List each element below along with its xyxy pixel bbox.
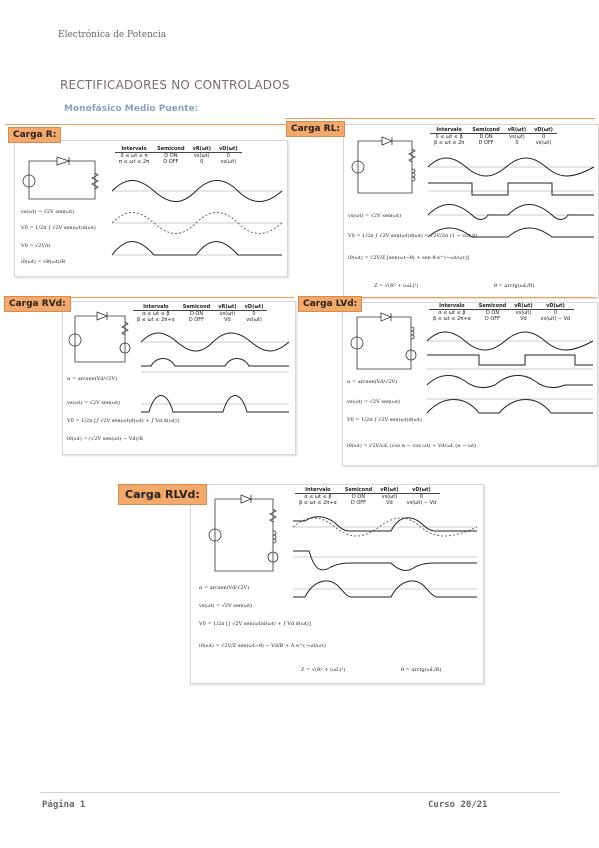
- panel-rlv-label: Carga RLVd:: [118, 484, 207, 505]
- panel-lv-waveforms: [426, 331, 594, 414]
- panel-rv-label: Carga RVd:: [4, 296, 71, 312]
- panel-rlv-waveforms: [292, 516, 478, 598]
- panel-rlv-eq-2: vs(ωt) = √2V sen(ωt): [199, 603, 253, 609]
- document-header: Electrónica de Potencia: [58, 30, 167, 40]
- panel-r-eq-4: i0(ωt) = vR(ωt)/R: [21, 259, 66, 265]
- panel-rv-eq-2: vs(ωt) = √2V sen(ωt): [67, 400, 121, 406]
- circuit-r-diagram: [22, 156, 99, 200]
- panel-rl-eq-5: θ = arctg(ωL/R): [494, 283, 535, 289]
- panel-rlv-eq-1: α = arcsen(Vd/√2V): [199, 585, 250, 591]
- circuit-lv-diagram: [350, 312, 417, 370]
- panel-rl-eq-1: vs(ωt) = √2V sen(ωt): [348, 213, 402, 219]
- panel-rv-rule: [4, 297, 294, 298]
- panel-lv-eq-1: α = arcsen(Vd/√2V): [347, 379, 398, 385]
- panel-rl-rule: [285, 118, 595, 119]
- panel-rv-waveforms: [140, 332, 290, 413]
- panel-rv-eq-3: V0 = 1/2π [∫ √2V sen(ωt)d(ωt) + ∫ Vd d(ω…: [67, 418, 179, 424]
- section-title: RECTIFICADORES NO CONTROLADOS: [60, 78, 290, 92]
- panel-rlv-eq-5: Z = √(R² + (ωL)²): [301, 667, 346, 673]
- panel-rl-waveforms: [427, 157, 595, 238]
- panel-rl-label: Carga RL:: [286, 121, 346, 137]
- panel-rl-eq-3: i0(ωt) = √2V/Z [sen(ωt−θ) + sen θ e^(−ωt…: [348, 255, 469, 261]
- course-year: Curso 20/21: [428, 800, 488, 810]
- panel-lv-eq-3: V0 = 1/2π ∫ √2V sen(ωt)d(ωt): [347, 417, 422, 423]
- circuit-rv-diagram: [68, 311, 131, 363]
- circuit-rlv-diagram: [208, 494, 279, 572]
- panel-rlv-eq-4: i0(ωt) = √2V/Z sen(ωt−θ) − Vd/R + A e^(−…: [199, 643, 326, 649]
- page-number: Página 1: [42, 800, 86, 810]
- section-subtitle: Monofásico Medio Puente:: [64, 104, 199, 114]
- panel-rv-eq-4: i0(ωt) = (√2V sen(ωt) − Vd)/R: [67, 436, 143, 442]
- panel-lv-label: Carga LVd:: [298, 296, 363, 312]
- panel-rl-eq-2: V0 = 1/2π ∫ √2V sen(ωt)d(ωt) = √2V/2π (1…: [348, 233, 478, 239]
- panel-r-waveforms: [111, 180, 283, 256]
- panel-r-label: Carga R:: [8, 127, 62, 143]
- panel-r-eq-3: V0 = √2V/π: [21, 243, 51, 249]
- panel-r-eq-2: V0 = 1/2π ∫ √2V sen(ωt)d(ωt): [21, 225, 96, 231]
- panel-r-rule: [5, 124, 285, 125]
- panel-rlv-eq-6: θ = arctg(ωL/R): [401, 667, 442, 673]
- panel-lv-eq-2: vs(ωt) = √2V sen(ωt): [347, 399, 401, 405]
- panel-r-eq-1: vs(ωt) = √2V sen(ωt): [21, 209, 75, 215]
- panel-rlv-eq-3: V0 = 1/2π [∫ √2V sen(ωt)d(ωt) + ∫ Vd d(ω…: [199, 621, 311, 627]
- panel-lv-eq-4: i0(ωt) = √2V/ωL (cos α − cos ωt) + Vd/ωL…: [347, 443, 477, 449]
- panel-lv-rule: [298, 297, 595, 298]
- circuit-rl-diagram: [351, 136, 416, 194]
- footer-divider: [40, 792, 560, 793]
- panel-rv-eq-1: α = arcsen(Vd/√2V): [67, 376, 118, 382]
- panel-rl-eq-4: Z = √(R² + (ωL)²): [374, 283, 419, 289]
